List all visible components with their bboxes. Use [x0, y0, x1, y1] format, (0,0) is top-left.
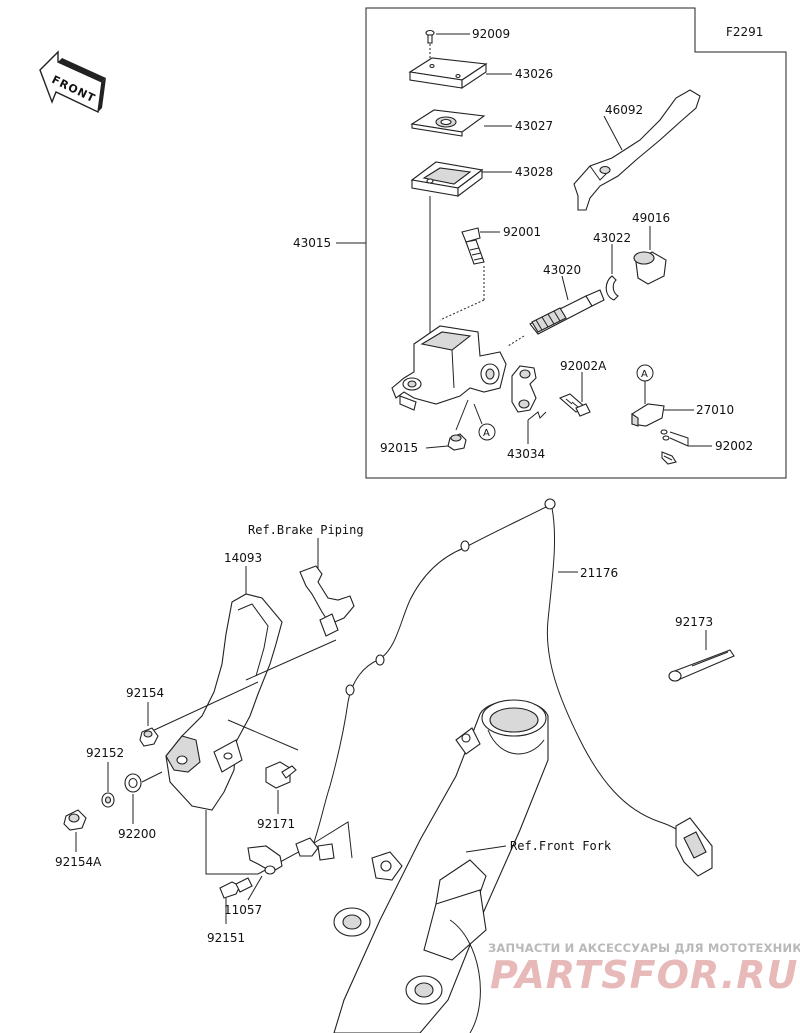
leader-11057 [247, 875, 263, 901]
leader-a-1 [473, 403, 483, 425]
label-46092: 46092 [605, 103, 643, 117]
leader-92200-up [141, 771, 163, 783]
leader-92002-bracket [669, 431, 689, 447]
leader-43020 [561, 275, 569, 301]
ref-brake-piping: Ref.Brake Piping [248, 523, 364, 537]
outline-lower-left [205, 810, 258, 875]
diaphragm-43028 [410, 161, 484, 198]
dash-leader-bracket-1 [245, 639, 337, 681]
brake-piping-clip [299, 565, 355, 637]
label-43034: 43034 [507, 447, 545, 461]
front-arrow-icon: FRONT [39, 50, 106, 114]
bolt-92154 [139, 727, 159, 747]
label-27010: 27010 [696, 403, 734, 417]
label-21176: 21176 [580, 566, 618, 580]
brake-lever-46092 [573, 89, 701, 211]
hose-bracket-14093 [165, 593, 283, 811]
bolt-92154A [63, 809, 87, 831]
label-43020: 43020 [543, 263, 581, 277]
nut-92015 [447, 433, 467, 451]
brake-switch-27010 [631, 403, 665, 427]
clamp-43034 [511, 365, 537, 413]
leader-46092 [603, 115, 623, 151]
master-cylinder-body [391, 325, 507, 411]
label-92151: 92151 [207, 931, 245, 945]
axis-line-bolt-2 [439, 299, 485, 321]
label-92200: 92200 [118, 827, 156, 841]
label-92002A: 92002A [560, 359, 607, 373]
wheel-sensor-harness-21176 [295, 498, 713, 877]
label-49016: 49016 [632, 211, 670, 225]
clamp-11057 [247, 845, 283, 875]
band-92173 [668, 649, 735, 682]
piston-kit-43020 [529, 289, 605, 335]
label-14093: 14093 [224, 551, 262, 565]
axis-line-piston [507, 335, 525, 347]
label-92002: 92002 [715, 439, 753, 453]
reservoir-cap-43026 [408, 57, 488, 90]
callout-a-1: A [483, 428, 490, 439]
clip-92171 [265, 761, 297, 789]
leader-92015-up [455, 399, 469, 431]
label-11057: 11057 [224, 903, 262, 917]
diaphragm-plate-43027 [410, 109, 486, 137]
label-92171: 92171 [257, 817, 295, 831]
leader-front-fork [465, 845, 507, 853]
screws-92002 [660, 429, 677, 465]
screw-92009 [425, 29, 435, 44]
label-92173: 92173 [675, 615, 713, 629]
clamp-bolt-92002A [558, 393, 591, 417]
bushing-49016 [633, 251, 667, 285]
label-92154A: 92154A [55, 855, 102, 869]
front-fork-outer-tube [333, 699, 549, 1033]
callout-circle-a-1: A [478, 423, 496, 441]
label-92009: 92009 [472, 27, 510, 41]
label-92001: 92001 [503, 225, 541, 239]
watermark-brand: PARTSFOR.RU [490, 953, 798, 997]
washer-92200 [124, 773, 142, 793]
dash-leader-bracket-3 [149, 681, 259, 733]
pivot-bolt-92001 [461, 227, 485, 265]
label-92154: 92154 [126, 686, 164, 700]
leader-92015 [425, 445, 449, 449]
label-43015: 43015 [293, 236, 331, 250]
ref-front-fork: Ref.Front Fork [510, 839, 612, 853]
label-43026: 43026 [515, 67, 553, 81]
leader-43034-bracket [527, 411, 547, 421]
label-92152: 92152 [86, 746, 124, 760]
callout-circle-a-2: A [636, 364, 654, 382]
watermark-tagline: ЗАПЧАСТИ И АКСЕССУАРЫ ДЛЯ МОТОТЕХНИКИ [488, 941, 800, 955]
label-43022: 43022 [593, 231, 631, 245]
bolt-92151 [219, 877, 253, 899]
assembly-frame [365, 7, 787, 479]
label-43027: 43027 [515, 119, 553, 133]
circlip-43022 [605, 275, 619, 301]
outline-lower-right [257, 821, 353, 875]
label-92015: 92015 [380, 441, 418, 455]
label-43028: 43028 [515, 165, 553, 179]
figure-code: F2291 [726, 25, 763, 39]
washer-92152 [101, 792, 115, 808]
dash-leader-bracket-2 [227, 719, 299, 751]
callout-a-2: A [641, 369, 648, 380]
